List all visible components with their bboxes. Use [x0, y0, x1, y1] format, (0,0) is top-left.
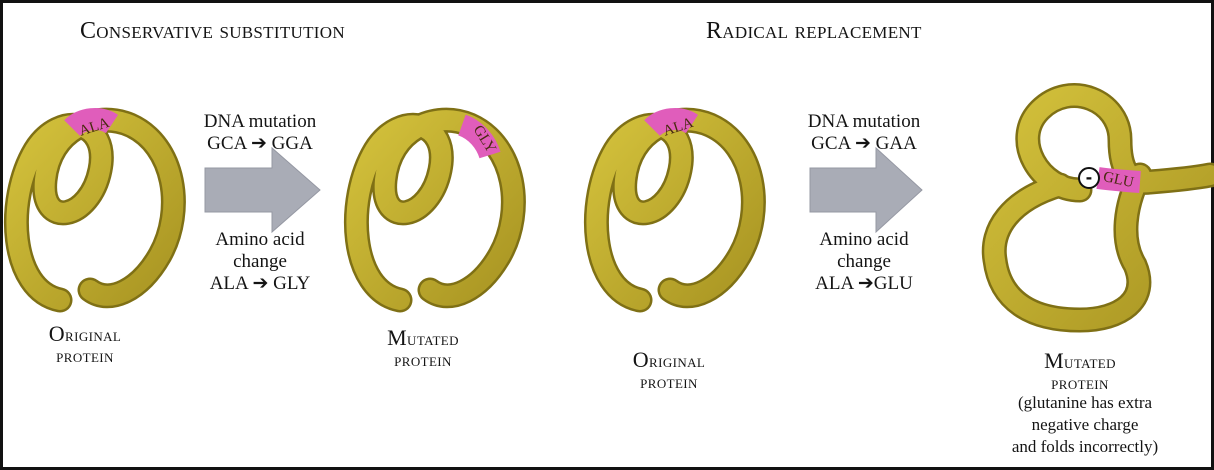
dna-mutation-change-1: GCA ➔ GGA: [180, 133, 340, 155]
amino-change-1: ALA ➔ GLY: [180, 273, 340, 295]
amino-change-2: ALA ➔GLU: [784, 273, 944, 295]
dna-mutation-1: DNA mutation GCA ➔ GGA: [180, 111, 340, 155]
original-protein-2-icon: [596, 119, 753, 300]
original-protein-1-icon: [16, 119, 173, 300]
amino-change-word-2: change: [784, 251, 944, 273]
heading-conservative: Conservative substitution: [80, 18, 345, 45]
charge-symbol: -: [1086, 168, 1093, 187]
amino-change-word-1: change: [180, 251, 340, 273]
dna-mutation-title-2: DNA mutation: [784, 111, 944, 133]
mutation-arrow-1-icon: [205, 148, 320, 232]
label-original-protein-2: Original protein: [604, 349, 734, 393]
label-mutated-protein-2: Mutated protein: [1010, 350, 1150, 394]
dna-mutation-change-2: GCA ➔ GAA: [784, 133, 944, 155]
mutation-arrow-2-icon: [810, 148, 922, 232]
dna-mutation-title-1: DNA mutation: [180, 111, 340, 133]
amino-acid-change-1: Amino acid change ALA ➔ GLY: [180, 229, 340, 295]
dna-mutation-2: DNA mutation GCA ➔ GAA: [784, 111, 944, 155]
amino-title-1: Amino acid: [180, 229, 340, 251]
label-mutated-protein-1: Mutated protein: [358, 327, 488, 371]
heading-radical: Radical replacement: [706, 18, 922, 45]
misfolded-protein-icon: [994, 96, 1210, 320]
label-original-protein-1: Original protein: [20, 323, 150, 367]
amino-title-2: Amino acid: [784, 229, 944, 251]
misfold-note: (glutanine has extra negative charge and…: [990, 392, 1180, 458]
amino-acid-change-2: Amino acid change ALA ➔GLU: [784, 229, 944, 295]
